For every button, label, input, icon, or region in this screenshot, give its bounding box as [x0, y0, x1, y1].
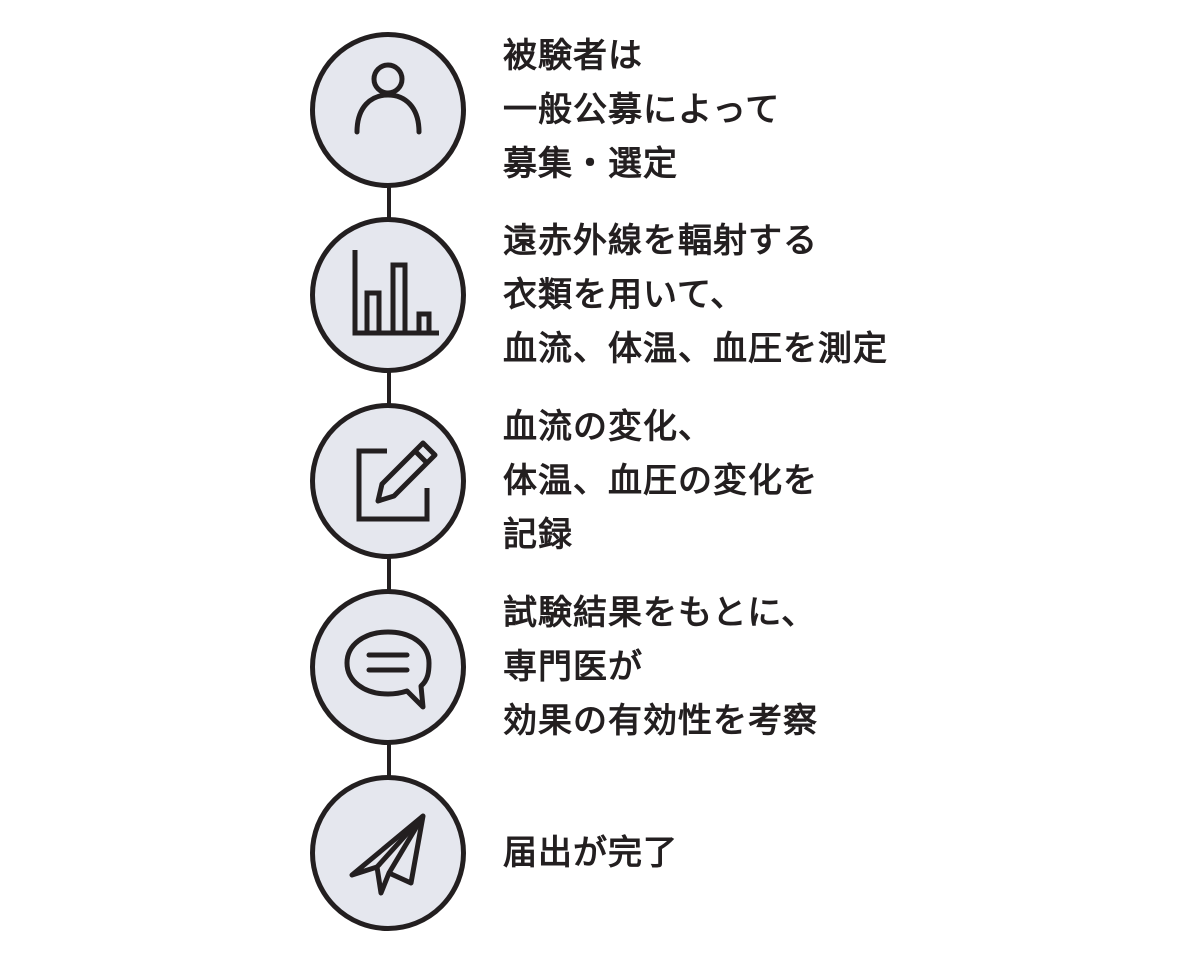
step-3-line-2: 体温、血圧の変化を: [503, 461, 818, 501]
step-1-line-1: 被験者は: [503, 36, 643, 76]
step-2-text: 遠赤外線を輻射する 衣類を用いて、 血流、体温、血圧を測定: [503, 214, 1183, 376]
step-5-line-1: 届出が完了: [503, 833, 678, 873]
step-1-line-3: 募集・選定: [503, 144, 678, 184]
speech-bubble-icon: [344, 629, 432, 710]
step-1-text: 被験者は 一般公募によって 募集・選定: [503, 29, 1183, 191]
step-2-line-2: 衣類を用いて、: [503, 275, 746, 315]
paper-plane-icon: [349, 813, 426, 896]
step-4-line-1: 試験結果をもとに、: [503, 593, 817, 633]
step-5-circle: [310, 775, 466, 931]
step-3-line-3: 記録: [503, 515, 573, 555]
step-2-circle: [310, 217, 466, 373]
bar-chart-icon: [352, 250, 439, 336]
person-icon: [354, 62, 422, 135]
step-4-line-2: 専門医が: [503, 647, 643, 687]
step-2-line-3: 血流、体温、血圧を測定: [503, 329, 888, 369]
step-2-line-1: 遠赤外線を輻射する: [503, 221, 818, 261]
step-5-text: 届出が完了: [503, 826, 1183, 880]
step-1-circle: [310, 32, 466, 188]
step-4-text: 試験結果をもとに、 専門医が 効果の有効性を考察: [503, 586, 1183, 748]
edit-note-icon: [356, 440, 438, 522]
step-4-line-3: 効果の有効性を考察: [503, 701, 818, 741]
step-3-line-1: 血流の変化、: [503, 407, 713, 447]
step-3-text: 血流の変化、 体温、血圧の変化を 記録: [503, 400, 1183, 562]
step-1-line-2: 一般公募によって: [503, 90, 781, 130]
step-4-circle: [310, 589, 466, 745]
step-3-circle: [310, 403, 466, 559]
